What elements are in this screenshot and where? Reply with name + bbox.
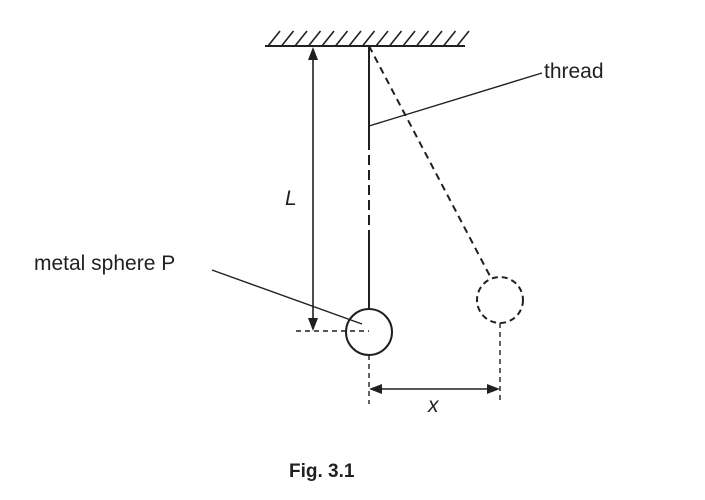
- hatch-stroke: [415, 30, 430, 47]
- hatch-stroke: [348, 30, 362, 47]
- hatch-stroke: [388, 30, 403, 47]
- hatch-stroke: [321, 30, 335, 47]
- hatch-stroke: [267, 30, 281, 47]
- hatch-stroke: [375, 30, 389, 47]
- hatch-stroke: [402, 30, 416, 47]
- length-label: L: [285, 187, 297, 210]
- hatch-stroke: [429, 30, 443, 47]
- hatch-stroke: [442, 30, 457, 47]
- figure-caption: Fig. 3.1: [289, 461, 355, 482]
- length-dimension-arrow: [296, 47, 369, 332]
- thread-label: thread: [544, 60, 604, 83]
- metal-sphere-displaced: [476, 276, 524, 324]
- hatch-stroke: [280, 30, 295, 47]
- ceiling-support: [265, 30, 470, 47]
- displacement-dimension-arrow: [368, 323, 501, 404]
- metal-sphere-rest: [345, 308, 393, 356]
- sphere-label: metal sphere P: [34, 252, 175, 275]
- thread-displaced: [368, 45, 492, 279]
- displacement-label: x: [427, 394, 440, 417]
- thread-leader-line: [368, 72, 543, 127]
- sphere-leader-line: [211, 269, 363, 325]
- hatch-stroke: [334, 30, 349, 47]
- hatch-stroke: [307, 30, 322, 47]
- hatch-stroke: [294, 30, 308, 47]
- ceiling-hatching: [267, 30, 470, 47]
- hatch-stroke: [456, 30, 470, 47]
- hatch-stroke: [361, 30, 376, 47]
